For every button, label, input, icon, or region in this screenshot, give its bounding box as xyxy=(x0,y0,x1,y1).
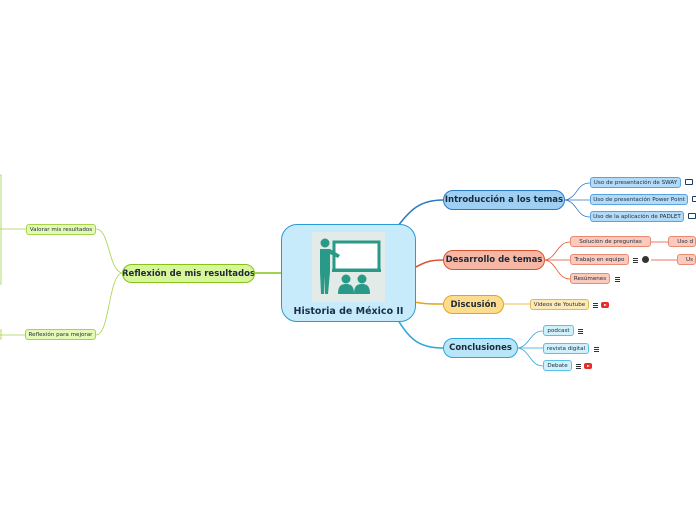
subtopic-uso-d[interactable]: Uso d xyxy=(668,236,696,247)
subtopic-valorar-resultados[interactable]: Valorar mis resultados xyxy=(26,224,96,235)
topic-conclusiones[interactable]: Conclusiones xyxy=(443,338,518,358)
subtopic-us[interactable]: Us xyxy=(677,254,696,265)
comment-icon[interactable] xyxy=(685,179,693,185)
link-desarrollo xyxy=(413,259,444,269)
subtopic-powerpoint[interactable]: Uso de presentación Power Point xyxy=(590,194,688,205)
subtopic-solucion-preguntas[interactable]: Solución de preguntas xyxy=(570,236,651,247)
topic-reflexion[interactable]: Reflexión de mis resultados xyxy=(122,264,255,283)
subtopic-padlet[interactable]: Uso de la aplicación de PADLET xyxy=(590,211,684,222)
link-introduccion xyxy=(397,199,444,227)
central-topic-title: Historia de México II xyxy=(293,306,404,317)
subtopic-trabajo-equipo[interactable]: Trabajo en equipo xyxy=(570,254,629,265)
youtube-icon[interactable] xyxy=(601,302,609,308)
subtopic-videos-youtube[interactable]: Videos de Youtube xyxy=(530,299,589,310)
note-icon[interactable] xyxy=(593,345,600,352)
subtopic-podcast[interactable]: podcast xyxy=(543,325,574,336)
note-icon[interactable] xyxy=(592,301,599,308)
subtopic-sway[interactable]: Uso de presentación de SWAY xyxy=(590,177,681,188)
link-conclusiones xyxy=(397,319,444,349)
teacher-presenting-board-icon xyxy=(312,232,385,302)
note-icon[interactable] xyxy=(632,256,639,263)
topic-introduccion[interactable]: Introducción a los temas xyxy=(443,190,565,210)
note-icon[interactable] xyxy=(614,275,621,282)
topic-discusion[interactable]: Discusión xyxy=(443,295,504,314)
comment-icon[interactable] xyxy=(688,213,696,219)
youtube-icon[interactable] xyxy=(584,363,592,369)
attachment-icon[interactable] xyxy=(642,256,649,263)
topic-desarrollo[interactable]: Desarrollo de temas xyxy=(443,250,545,270)
central-topic[interactable]: Historia de México II xyxy=(281,224,416,322)
subtopic-resumenes[interactable]: Resúmenes xyxy=(570,273,610,284)
subtopic-debate[interactable]: Debate xyxy=(543,360,572,371)
note-icon[interactable] xyxy=(577,327,584,334)
subtopic-reflexion-mejorar[interactable]: Reflexión para mejorar xyxy=(25,329,96,340)
subtopic-revista-digital[interactable]: revista digital xyxy=(543,343,589,354)
comment-icon[interactable] xyxy=(692,196,696,202)
link-discusion xyxy=(413,301,444,305)
note-icon[interactable] xyxy=(575,362,582,369)
